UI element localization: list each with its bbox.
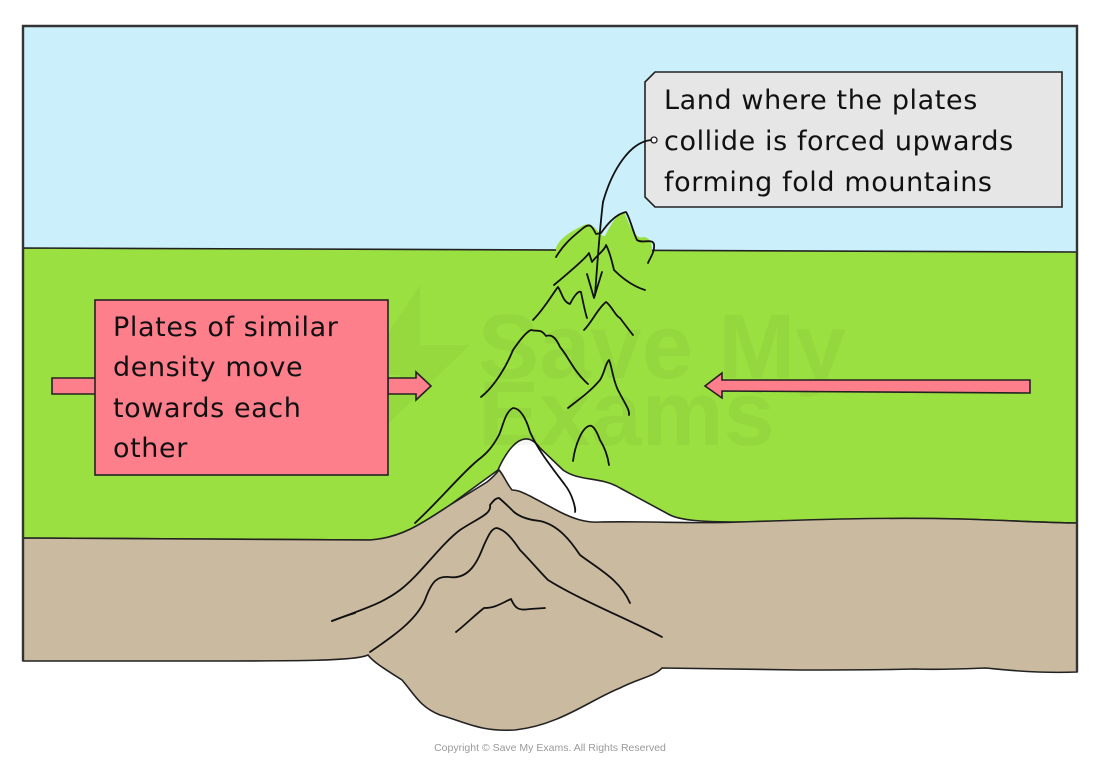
right-plate-arrow [703, 371, 1031, 400]
frame-border [21, 24, 1079, 672]
left-plate-arrow [51, 370, 433, 402]
callout-line-1: Land where the plates [664, 85, 978, 116]
plates-label-line-3: towards each [113, 393, 301, 424]
crust-fold-lines [331, 497, 663, 653]
plates-label-line-1: Plates of similar [113, 312, 339, 343]
copyright-notice: Copyright © Save My Exams. All Rights Re… [434, 742, 666, 754]
mountain-fill [556, 212, 652, 300]
crust-layer [22, 468, 1078, 732]
callout-line-2: collide is forced upwards [664, 126, 1014, 157]
plates-label-line-4: other [113, 433, 188, 464]
fold-mountain-lines [414, 201, 656, 524]
plates-label-box: Plates of similar density move towards e… [94, 299, 389, 476]
callout-label: Land where the plates collide is forced … [602, 71, 1063, 208]
callout-line-3: forming fold mountains [664, 167, 993, 198]
plates-label-line-2: density move [113, 352, 303, 383]
